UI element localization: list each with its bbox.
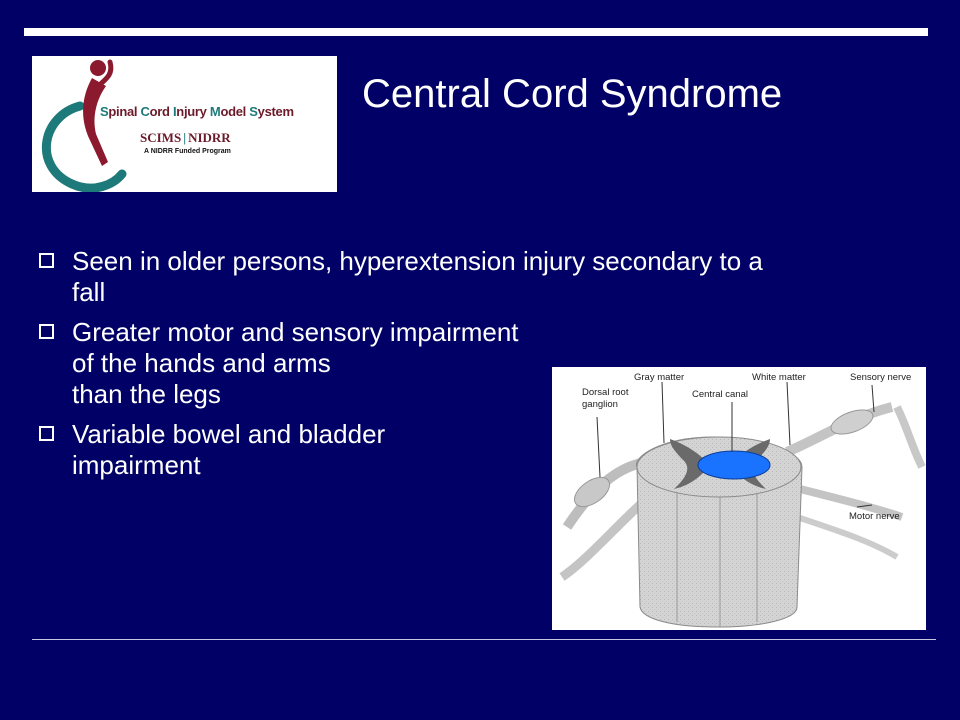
central-canal-highlight <box>697 450 771 480</box>
bullet-item: Greater motor and sensory impairment of … <box>36 317 926 410</box>
bullet-line: of the hands and arms <box>72 348 331 378</box>
spinal-cord-diagram: Gray matter White matter Sensory nerve D… <box>552 367 926 630</box>
bullet-line: Seen in older persons, hyperextension in… <box>72 246 763 276</box>
bullet-item: Seen in older persons, hyperextension in… <box>36 246 926 308</box>
checkbox-bullet-icon <box>39 426 54 441</box>
label-white-matter: White matter <box>752 372 806 383</box>
logo-org: SCIMS|NIDRR <box>140 130 231 145</box>
top-rule <box>24 28 928 36</box>
bottom-rule <box>32 639 936 640</box>
checkbox-bullet-icon <box>39 324 54 339</box>
label-sensory-nerve: Sensory nerve <box>850 372 911 383</box>
logo-name: Spinal Cord Injury Model System <box>100 104 294 119</box>
bullet-line: Greater motor and sensory impairment <box>72 317 519 347</box>
label-dorsal-root: Dorsal root <box>582 387 629 398</box>
bullet-list: Seen in older persons, hyperextension in… <box>36 246 926 490</box>
bullet-line: Variable bowel and bladder <box>72 419 386 449</box>
checkbox-bullet-icon <box>39 253 54 268</box>
label-gray-matter: Gray matter <box>634 372 684 383</box>
label-central-canal: Central canal <box>692 389 748 400</box>
bullet-item: Variable bowel and bladder impairment <box>36 419 926 481</box>
bullet-line: than the legs <box>72 379 221 409</box>
bullet-line: impairment <box>72 450 201 480</box>
label-ganglion: ganglion <box>582 399 618 410</box>
label-motor-nerve: Motor nerve <box>849 511 900 522</box>
bullet-line: fall <box>72 277 106 307</box>
wheelchair-figure-icon <box>41 59 127 192</box>
slide-title: Central Cord Syndrome <box>362 72 783 116</box>
logo-tagline: A NIDRR Funded Program <box>144 148 231 155</box>
scims-logo: Spinal Cord Injury Model System SCIMS|NI… <box>32 56 337 192</box>
